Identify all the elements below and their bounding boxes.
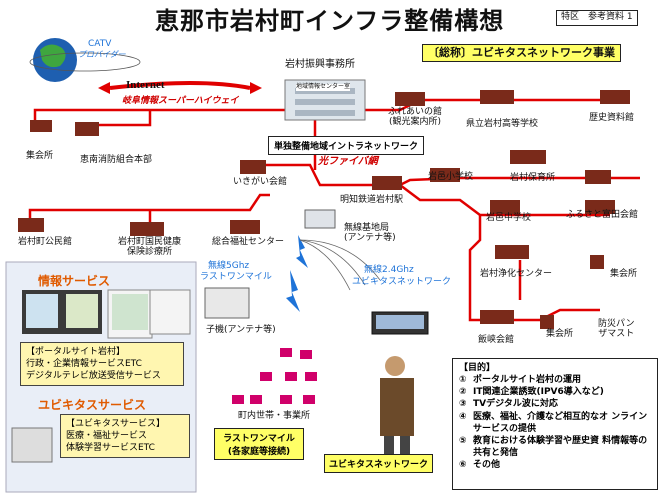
purpose-item: ③ TVデジタル波に対応 <box>459 398 651 410</box>
node-fureai: ふれあいの館 (観光案内所) <box>388 107 443 127</box>
node-ikigai: いきがい会館 <box>233 177 288 187</box>
joho-item: 行政・企業情報サービスETC <box>26 359 142 370</box>
purpose-box: 【目的】 ① ポータルサイト岩村の運用 ② IT関連企業誘致(IPV6導入など) ③… <box>452 358 658 490</box>
purpose-item: ① ポータルサイト岩村の運用 <box>459 374 651 386</box>
purpose-text: 教育における体験学習や歴史資 料情報等の共有と発信 <box>473 435 648 458</box>
node-jouka: 岩村浄化センター <box>480 269 553 279</box>
terminal-device-icon <box>204 287 250 319</box>
ubiq-item: 医療・福祉サービス <box>66 431 148 442</box>
node-shobo: 恵南消防組合本部 <box>80 155 153 165</box>
ubiq-item: 体験学習サービスETC <box>66 443 155 454</box>
purpose-num: ⑥ <box>459 460 467 471</box>
provider-label: プロバイダー <box>78 50 126 59</box>
purpose-text: ポータルサイト岩村の運用 <box>473 375 582 386</box>
internet-arrow <box>109 81 251 90</box>
ubiq-item: 【ユビキタスサービス】 <box>66 419 166 429</box>
node-akechi: 明知鉄道岩村駅 <box>340 195 404 205</box>
purpose-num: ④ <box>459 411 467 422</box>
node-shukaijo-2: 集会所 <box>610 269 638 279</box>
last-one-mile-box: ラストワンマイル (各家庭等接続) <box>214 428 304 460</box>
ubiq-service-title: ユビキタスサービス <box>38 398 147 412</box>
node-chonai: 町内世帯・事業所 <box>238 411 311 421</box>
node-bohan: 防災パン ザマスト <box>598 319 635 339</box>
page-title: 恵那市岩村町インフラ整備構想 <box>155 7 505 35</box>
joho-item: デジタルテレビ放送受信サービス <box>26 371 161 382</box>
joho-service-list: 【ポータルサイト岩村】 行政・企業情報サービスETC デジタルテレビ放送受信サー… <box>20 342 184 387</box>
purpose-item: ④ 医療、福祉、介護など相互的なオ ンラインサービスの提供 <box>459 411 651 435</box>
node-komin: 岩村町公民館 <box>18 237 73 247</box>
last-one-mile-label: ラストワンマイル <box>200 272 272 282</box>
node-iwamura-sho: 岩邑小学校 <box>428 172 474 182</box>
node-shukaijo-1: 集会所 <box>26 151 54 161</box>
node-koki: 子機(アンテナ等) <box>206 325 276 335</box>
purpose-num: ① <box>459 375 467 386</box>
purpose-num: ② <box>459 387 467 398</box>
last-one-mile-box-line1: ラストワンマイル <box>223 434 295 444</box>
node-rekishi: 歴史資料館 <box>589 113 635 123</box>
node-fukushi: 総合福祉センター <box>212 237 285 247</box>
office-center: 地域情報センター室 <box>296 83 351 91</box>
wireless-24ghz-label: 無線2.4Ghz <box>364 265 414 275</box>
antenna-station-icon <box>304 209 336 229</box>
node-iwamura-hoiku: 岩村保育所 <box>510 173 556 183</box>
ubiq-network-box: ユビキタスネットワーク <box>324 454 434 473</box>
project-name: 〔総称〕ユビキタスネットワーク事業 <box>422 44 621 63</box>
wireless-bolt <box>296 235 308 268</box>
node-musen-kichi: 無線基地局 (アンテナ等) <box>344 223 396 243</box>
health-device-icon <box>11 427 53 463</box>
joho-service-title: 情報サービス <box>38 274 111 288</box>
internet-label: Internet <box>126 79 165 91</box>
reference-label: 特区 参考資料 1 <box>556 10 638 26</box>
purpose-num: ⑤ <box>459 435 467 446</box>
purpose-text: 医療、福祉、介護など相互的なオ ンラインサービスの提供 <box>473 411 648 434</box>
house-icons <box>232 348 317 404</box>
office-name: 岩村振興事務所 <box>285 59 355 70</box>
purpose-text: TVデジタル波に対応 <box>473 399 558 410</box>
person-icon <box>380 356 414 466</box>
wireless-5ghz-label: 無線5Ghz <box>208 261 250 271</box>
node-shukaijo-3: 集会所 <box>546 329 574 339</box>
fiber-label: 光ファイバ網 <box>318 156 378 167</box>
gifu-highway-label: 岐阜情報スーパーハイウェイ <box>122 96 239 106</box>
purpose-text: その他 <box>473 460 501 471</box>
intranet-label: 単独整備地域イントラネットワーク <box>268 136 425 155</box>
joho-item: 【ポータルサイト岩村】 <box>26 347 126 357</box>
purpose-heading: 【目的】 <box>459 363 496 373</box>
node-kenritsu: 県立岩村高等学校 <box>466 119 539 129</box>
node-kokuho: 岩村町国民健康 保険診療所 <box>118 237 182 257</box>
purpose-item: ⑤ 教育における体験学習や歴史資 料情報等の共有と発信 <box>459 435 651 459</box>
purpose-text: IT関連企業誘致(IPV6導入など) <box>473 387 604 398</box>
building-icons <box>18 90 630 329</box>
last-one-mile-box-line2: (各家庭等接続) <box>227 447 291 457</box>
ubiq-service-list: 【ユビキタスサービス】 医療・福祉サービス 体験学習サービスETC <box>60 414 190 459</box>
purpose-item: ⑥ その他 <box>459 459 651 471</box>
node-iwamura-chu: 岩邑中学校 <box>486 213 532 223</box>
ubiquitous-network-label: ユビキタスネットワーク <box>352 277 452 287</box>
purpose-num: ③ <box>459 399 467 410</box>
node-kiyosho: 飯峡会館 <box>478 335 515 345</box>
node-furusato: ふるさと富田会館 <box>566 210 639 220</box>
catv-label: CATV <box>88 39 112 49</box>
purpose-item: ② IT関連企業誘致(IPV6導入など) <box>459 386 651 398</box>
